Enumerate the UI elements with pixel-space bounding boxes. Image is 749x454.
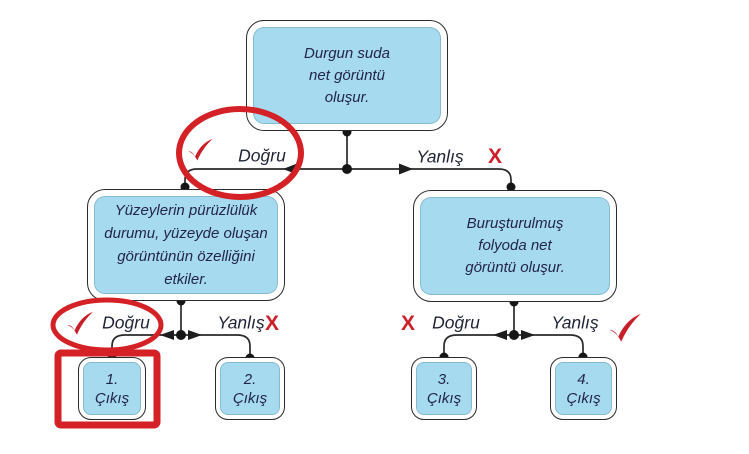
exit-box-3: 3. Çıkış <box>411 357 477 420</box>
branch-label-lower-right-false: Yanlış <box>551 312 599 333</box>
x-mark-lower-right-true-icon: X <box>400 312 416 335</box>
x-mark-top-false-icon: X <box>487 145 503 168</box>
node-left-text: Yüzeylerin pürüzlülük durumu, yüzeyde ol… <box>104 202 268 288</box>
branch-label-lower-left-false: Yanlış <box>217 312 265 333</box>
node-left-fill: Yüzeylerin pürüzlülük durumu, yüzeyde ol… <box>94 196 278 294</box>
arrow-left-icon <box>493 330 507 340</box>
exit-box-1-text: 1. Çıkış <box>94 370 130 407</box>
exit-box-4: 4. Çıkış <box>550 357 617 420</box>
exit-box-3-text: 3. Çıkış <box>426 370 462 407</box>
exit-box-4-fill: 4. Çıkış <box>555 362 612 415</box>
exit-box-2: 2. Çıkış <box>215 357 285 420</box>
exit-box-3-fill: 3. Çıkış <box>416 362 472 415</box>
checkmark-lower-left-true-icon <box>67 311 94 335</box>
x-mark-lower-left-false-icon: X <box>264 312 280 335</box>
node-root: Durgun suda net görüntü oluşur. <box>246 20 448 131</box>
exit-box-2-fill: 2. Çıkış <box>220 362 280 415</box>
node-root-text: Durgun suda net görüntü oluşur. <box>304 44 390 106</box>
branch-label-top-false: Yanlış <box>416 146 464 167</box>
branch-label-top-true: Doğru <box>238 145 286 166</box>
node-right-text: Buruşturulmuş folyoda net görüntü oluşur… <box>465 215 565 276</box>
node-right-fill: Buruşturulmuş folyoda net görüntü oluşur… <box>420 197 610 295</box>
arrow-right-icon <box>521 330 535 340</box>
exit-box-1: 1. Çıkış <box>78 357 146 420</box>
arrow-right-icon <box>399 163 413 175</box>
checkmark-top-true-icon <box>188 138 213 161</box>
checkmark-lower-right-false-icon <box>609 313 641 342</box>
arrow-right-icon <box>188 330 202 340</box>
branch-label-lower-right-true: Doğru <box>432 312 480 333</box>
exit-box-2-text: 2. Çıkış <box>232 370 268 407</box>
node-right: Buruşturulmuş folyoda net görüntü oluşur… <box>413 190 617 302</box>
arrow-left-icon <box>160 330 174 340</box>
node-root-fill: Durgun suda net görüntü oluşur. <box>253 27 441 124</box>
branch-label-lower-left-true: Doğru <box>102 312 150 333</box>
exit-box-1-fill: 1. Çıkış <box>83 362 141 415</box>
exit-box-4-text: 4. Çıkış <box>566 370 601 407</box>
node-left: Yüzeylerin pürüzlülük durumu, yüzeyde ol… <box>87 189 285 301</box>
